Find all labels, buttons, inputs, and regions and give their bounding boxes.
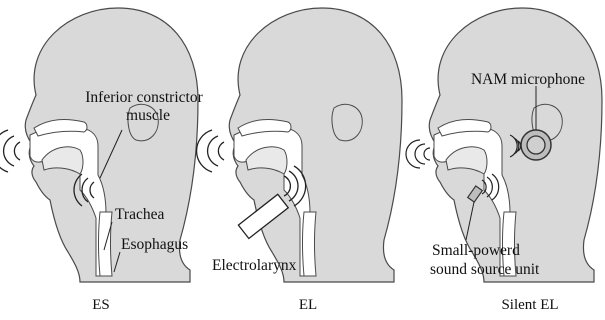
label-inferior-constrictor: Inferior constrictor	[85, 89, 203, 106]
microphone-icon	[521, 130, 551, 160]
panel-el: Electrolarynx EL	[197, 8, 402, 313]
label-esophagus: Esophagus	[121, 236, 188, 253]
caption-el: EL	[299, 297, 317, 313]
label-trachea: Trachea	[115, 206, 164, 223]
panel-silent-el: NAM microphone Small-powerd sound source…	[406, 8, 602, 313]
caption-silent-el: Silent EL	[501, 297, 558, 313]
sound-wave-icon	[0, 130, 20, 172]
panel-es: Inferior constrictor muscle Trachea Esop…	[0, 8, 204, 313]
label-nam-microphone: NAM microphone	[471, 71, 585, 88]
head-silhouette	[229, 8, 402, 282]
label-small-powerd: Small-powerd	[432, 242, 520, 259]
sound-wave-icon	[406, 140, 430, 168]
caption-es: ES	[92, 297, 110, 313]
label-sound-source-unit: sound source unit	[430, 261, 540, 278]
label-electrolarynx: Electrolarynx	[212, 257, 297, 274]
label-muscle: muscle	[126, 107, 170, 124]
head-silhouette	[429, 8, 602, 282]
sound-wave-icon	[197, 130, 224, 172]
